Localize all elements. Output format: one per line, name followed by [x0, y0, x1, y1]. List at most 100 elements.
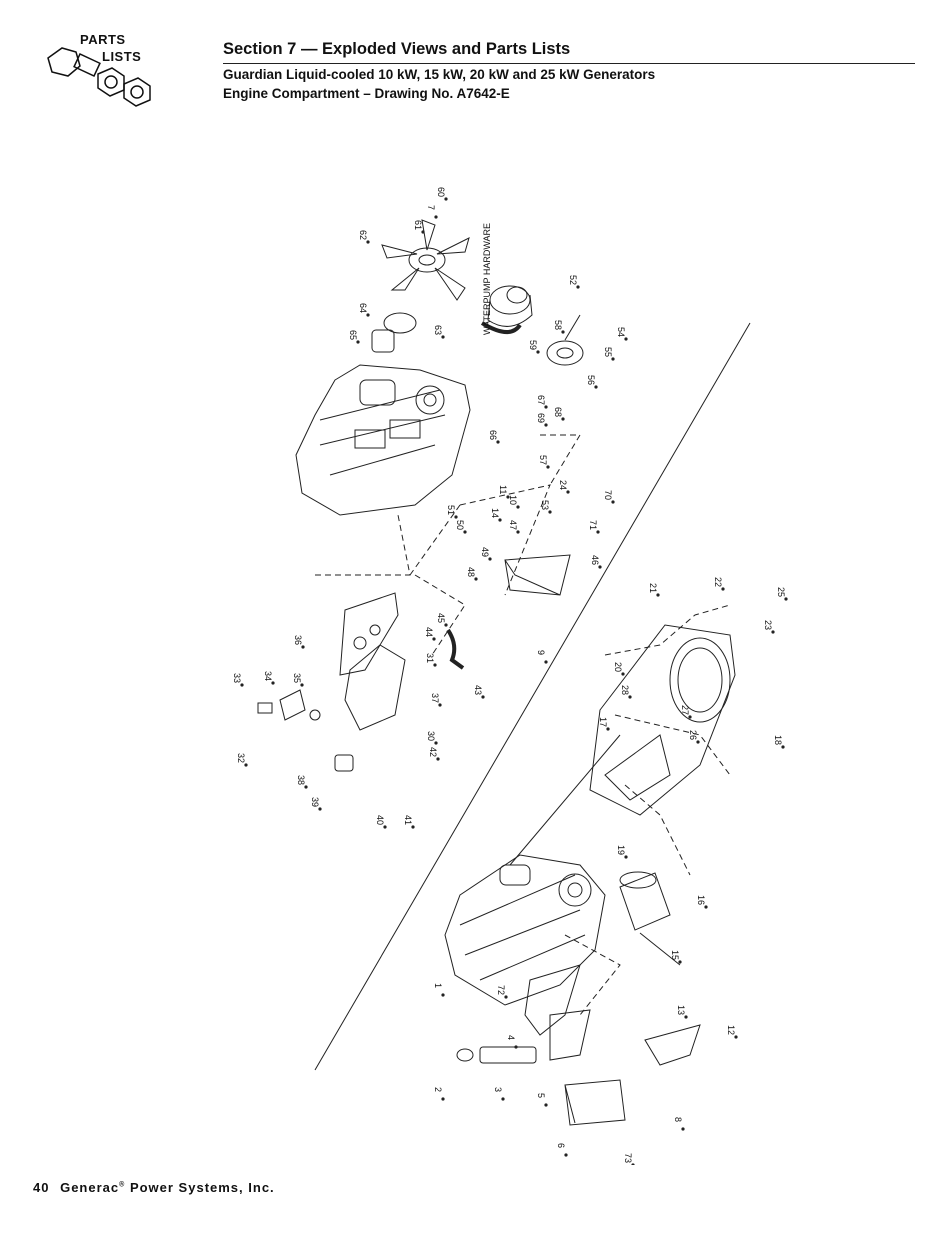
part-number-callout: 26 — [688, 730, 698, 740]
hardware-dot — [544, 423, 548, 427]
hardware-dot — [721, 587, 725, 591]
hardware-dot — [688, 715, 692, 719]
part-number-callout: 65 — [348, 330, 358, 340]
part-number-callout: 23 — [763, 620, 773, 630]
part-number-callout: 61 — [413, 220, 423, 230]
hardware-dot — [421, 230, 425, 234]
hardware-dot — [781, 745, 785, 749]
part-number-callout: 15 — [670, 950, 680, 960]
part-number-callout: 64 — [358, 303, 368, 313]
part-number-callout: 2 — [433, 1087, 443, 1092]
part-number-callout: 57 — [538, 455, 548, 465]
hardware-dot — [628, 695, 632, 699]
hardware-dot — [432, 637, 436, 641]
part-number-callout: 14 — [490, 508, 500, 518]
part-number-callout: 24 — [558, 480, 568, 490]
part-number-callout: 55 — [603, 347, 613, 357]
part-number-callout: 8 — [673, 1117, 683, 1122]
part-number-callout: 10 — [508, 495, 518, 505]
hardware-dot — [548, 510, 552, 514]
hardware-dot — [536, 350, 540, 354]
hardware-dot — [356, 340, 360, 344]
hardware-dot — [598, 565, 602, 569]
hardware-dot — [304, 785, 308, 789]
part-number-callout: 48 — [466, 567, 476, 577]
part-number-callout: 40 — [375, 815, 385, 825]
company-name-rest: Power Systems, Inc. — [129, 1180, 275, 1195]
logo-parts-text: PARTS — [80, 32, 126, 47]
part-number-callout: 46 — [590, 555, 600, 565]
hardware-dot — [244, 763, 248, 767]
part-number-callout: 44 — [424, 627, 434, 637]
hardware-dot — [684, 1015, 688, 1019]
section-title: Section 7 — Exploded Views and Parts Lis… — [223, 40, 571, 58]
hardware-dot — [594, 385, 598, 389]
part-number-callout: 18 — [773, 735, 783, 745]
generator-subtitle: Guardian Liquid-cooled 10 kW, 15 kW, 20 … — [223, 67, 656, 82]
part-number-callout: 5 — [536, 1093, 546, 1098]
part-number-callout: 22 — [713, 577, 723, 587]
page-header: Section 7 — Exploded Views and Parts Lis… — [223, 40, 915, 102]
hardware-dot — [444, 197, 448, 201]
hardware-dot — [564, 1153, 568, 1157]
part-number-callout: 34 — [263, 671, 273, 681]
hardware-dot — [318, 807, 322, 811]
upper-engine-block — [295, 364, 471, 516]
part-number-callout: 32 — [236, 753, 246, 763]
hardware-dot — [434, 741, 438, 745]
hardware-dot — [544, 660, 548, 664]
part-number-callout: 7 — [426, 205, 436, 210]
waterpump-hardware-label: WATERPUMP HARDWARE — [482, 223, 492, 335]
hardware-dot — [771, 630, 775, 634]
part-number-callout: 16 — [696, 895, 706, 905]
part-number-callout: 68 — [553, 407, 563, 417]
hardware-dot — [436, 757, 440, 761]
hardware-dot — [576, 285, 580, 289]
page-footer: 40 Generac® Power Systems, Inc. — [33, 1180, 275, 1195]
hardware-dot — [734, 1035, 738, 1039]
part-number-callout: 30 — [426, 731, 436, 741]
hardware-dot — [438, 703, 442, 707]
hardware-dot — [546, 465, 550, 469]
part-number-callout: 41 — [403, 815, 413, 825]
part-number-callout: 31 — [425, 653, 435, 663]
part-number-callout: 28 — [620, 685, 630, 695]
hardware-dot — [566, 490, 570, 494]
part-number-callout: 6 — [556, 1143, 566, 1148]
bolt-and-nut-icon — [47, 47, 151, 107]
hardware-dot — [544, 405, 548, 409]
hardware-dot — [624, 855, 628, 859]
part-number-callout: 73 — [623, 1153, 633, 1163]
part-number-callout: 63 — [433, 325, 443, 335]
part-number-callout: 38 — [296, 775, 306, 785]
part-number-callout: 33 — [232, 673, 242, 683]
hardware-dot — [544, 1103, 548, 1107]
engine-compartment-diagram: WATERPUMP HARDWARE 123456789101112131415… — [232, 187, 788, 1167]
page-number: 40 — [33, 1180, 50, 1195]
part-number-callout: 43 — [473, 685, 483, 695]
header-divider — [223, 63, 915, 64]
hardware-dot — [383, 825, 387, 829]
lower-engine-block — [444, 854, 606, 1006]
part-number-callout: 42 — [428, 747, 438, 757]
part-number-callout: 12 — [726, 1025, 736, 1035]
part-number-callout: 50 — [455, 520, 465, 530]
hardware-dot — [434, 215, 438, 219]
registered-mark: ® — [119, 1181, 126, 1189]
part-number-callout: 13 — [676, 1005, 686, 1015]
hardware-dot — [481, 695, 485, 699]
part-number-callout: 56 — [586, 375, 596, 385]
hardware-dot — [454, 515, 458, 519]
part-number-callout: 66 — [488, 430, 498, 440]
hardware-dot — [621, 672, 625, 676]
hardware-dot — [463, 530, 467, 534]
hardware-dot — [514, 1045, 518, 1049]
hardware-dot — [441, 1097, 445, 1101]
hardware-dot — [506, 495, 510, 499]
hardware-dot — [516, 530, 520, 534]
part-number-callout: 9 — [536, 650, 546, 655]
hardware-dot — [498, 518, 502, 522]
part-number-callout: 67 — [536, 395, 546, 405]
hardware-dot — [624, 337, 628, 341]
part-number-callout: 17 — [598, 717, 608, 727]
